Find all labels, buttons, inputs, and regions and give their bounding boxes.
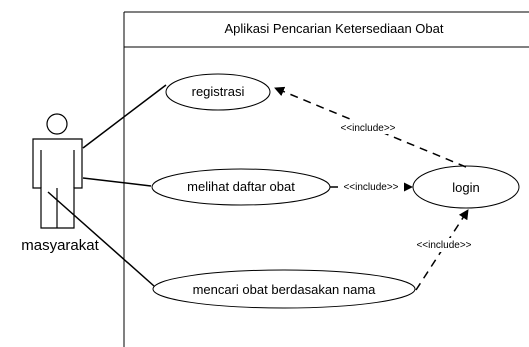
usecase-login (412, 165, 520, 209)
include-label-melihat: <<include>> (343, 182, 398, 193)
usecase-mencari-obat (152, 269, 416, 309)
assoc-melihat-daftar-obat (82, 177, 152, 187)
actor-figure (32, 113, 83, 229)
actor-name: masyarakat (21, 237, 99, 254)
usecase-melihat-daftar-obat-label: melihat daftar obat (187, 179, 295, 194)
usecase-login-label: login (452, 180, 479, 195)
actor-head (46, 113, 68, 135)
actor-body (32, 138, 83, 229)
include-label-registrasi: <<include>> (340, 123, 395, 134)
usecase-registrasi-label: registrasi (192, 84, 245, 99)
assoc-registrasi (82, 84, 167, 149)
assoc-mencari-obat (47, 191, 155, 287)
usecase-mencari-obat-label: mencari obat berdasakan nama (193, 282, 377, 297)
usecase-registrasi (165, 73, 271, 111)
include-label-mencari: <<include>> (416, 240, 471, 251)
system-boundary (123, 11, 529, 347)
system-title: Aplikasi Pencarian Ketersediaan Obat (225, 21, 444, 36)
associations (47, 84, 167, 287)
